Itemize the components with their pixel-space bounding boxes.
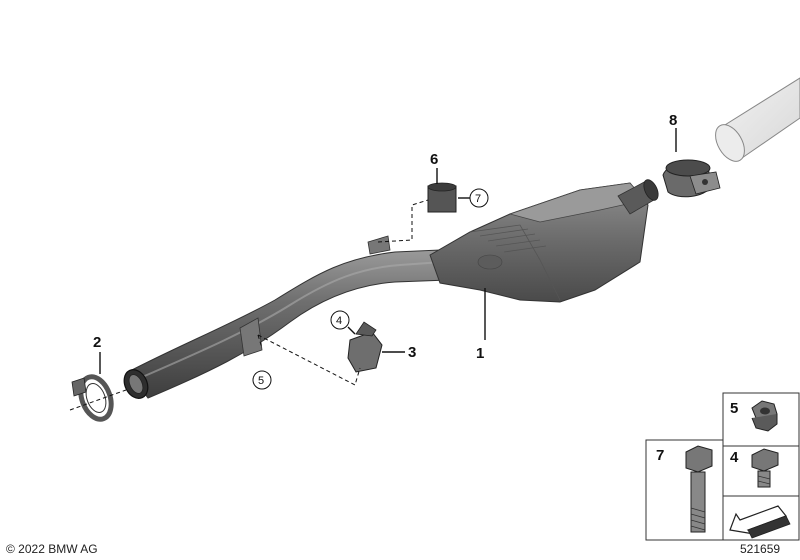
nut-icon	[751, 400, 778, 432]
front-pipe	[123, 235, 449, 399]
circle-callout-5: 5	[252, 370, 272, 390]
circle-callout-5-text: 5	[258, 375, 264, 387]
tailpipe-tube	[715, 77, 800, 162]
legend-label-5: 5	[730, 400, 738, 417]
assembly-lines	[69, 199, 429, 411]
sleeve	[427, 182, 457, 213]
clamp	[662, 159, 721, 198]
circle-callout-4-text: 4	[336, 315, 342, 327]
arrow-icon	[729, 505, 791, 539]
legend-label-7: 7	[656, 447, 664, 464]
legend-label-4: 4	[730, 449, 739, 466]
circle-callout-4: 4	[330, 310, 350, 330]
legend-panel: 5 7 4	[645, 392, 800, 541]
callout-3: 3	[408, 344, 416, 361]
main-silencer	[429, 179, 659, 303]
circle-callout-7: 7	[469, 188, 489, 208]
copyright-text: © 2022 BMW AG	[6, 542, 98, 556]
callout-8: 8	[669, 112, 677, 129]
bracket	[347, 321, 383, 373]
circle-callout-7-text: 7	[475, 193, 481, 205]
sealing-ring	[71, 374, 114, 422]
callout-2: 2	[93, 334, 101, 351]
callout-1: 1	[476, 345, 484, 362]
callout-6: 6	[430, 151, 438, 168]
leader-lines	[99, 128, 677, 374]
bolt-long-icon	[685, 445, 713, 533]
diagram-id: 521659	[740, 542, 780, 556]
bolt-short-icon	[751, 448, 779, 488]
